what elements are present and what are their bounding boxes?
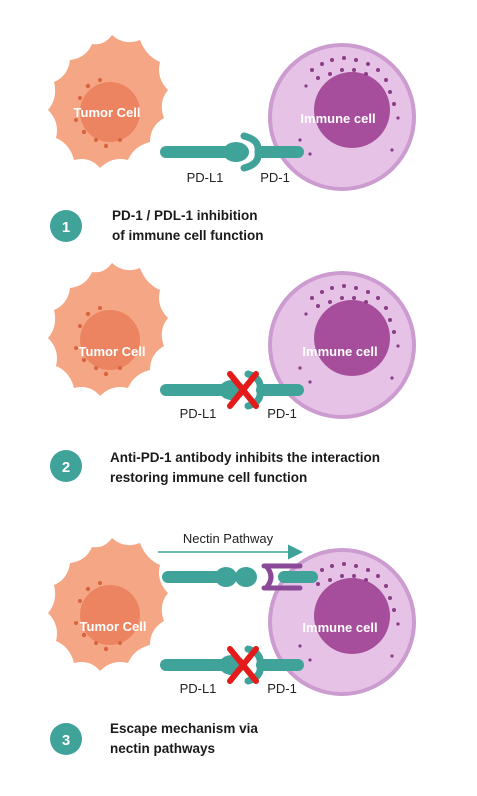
nectin-pathway-label: Nectin Pathway (183, 531, 274, 546)
immune-cell-label: Immune cell (302, 620, 377, 635)
step-1-text-line1: PD-1 / PDL-1 inhibition (112, 208, 258, 223)
step-1-text-line2: of immune cell function (112, 228, 264, 243)
pd-l1-ligand (160, 142, 249, 162)
pd-1-label: PD-1 (267, 681, 297, 696)
step-badge-2: 2 (50, 450, 82, 482)
tumor-cell-label: Tumor Cell (80, 619, 147, 634)
immune-cell: Immune cell (268, 548, 416, 696)
tumor-cell: Tumor Cell (48, 263, 168, 396)
panel-1: Immune cell Tumor Cell PD-L1 PD-1 (48, 35, 416, 243)
step-2-text-line1: Anti-PD-1 antibody inhibits the interact… (110, 450, 380, 465)
step-2-text-line2: restoring immune cell function (110, 470, 307, 485)
tumor-cell-label: Tumor Cell (79, 344, 146, 359)
tumor-cell: Tumor Cell (48, 35, 168, 168)
tumor-nucleus (80, 310, 140, 370)
tumor-granules (74, 581, 122, 652)
immune-cell: Immune cell (268, 271, 416, 419)
step-number-3: 3 (62, 732, 70, 749)
nectin-ligand (162, 567, 257, 587)
step-3-text-line1: Escape mechanism via (110, 721, 258, 736)
immune-nucleus (314, 578, 390, 654)
pd-l1-label: PD-L1 (180, 681, 217, 696)
nectin-receptor (261, 563, 318, 591)
immune-nucleus (314, 72, 390, 148)
tumor-nucleus (80, 585, 140, 645)
step-number-2: 2 (62, 459, 70, 476)
panel-2: Immune cell Tumor Cell PD-L1 PD-1 (48, 263, 416, 485)
immune-cell-label: Immune cell (302, 344, 377, 359)
pd-l1-ligand (160, 655, 245, 675)
block-x-mark (227, 646, 259, 684)
immune-cell: Immune cell (268, 43, 416, 191)
pd-l1-ligand (160, 380, 245, 400)
tumor-granules (74, 306, 122, 377)
pd-l1-label: PD-L1 (180, 406, 217, 421)
block-x-mark (227, 371, 259, 409)
pd-1-label: PD-1 (267, 406, 297, 421)
step-number-1: 1 (62, 219, 70, 236)
immune-granules (298, 284, 400, 384)
immune-cell-label: Immune cell (300, 111, 375, 126)
pd-l1-label: PD-L1 (187, 170, 224, 185)
step-badge-1: 1 (50, 210, 82, 242)
pd-1-label: PD-1 (260, 170, 290, 185)
tumor-cell: Tumor Cell (48, 538, 168, 671)
step-3-text-line2: nectin pathways (110, 741, 215, 756)
step-badge-3: 3 (50, 723, 82, 755)
immune-granules (298, 56, 400, 156)
immune-nucleus (314, 300, 390, 376)
tumor-cell-label: Tumor Cell (74, 105, 141, 120)
tumor-nucleus (80, 82, 140, 142)
tumor-granules (74, 78, 122, 149)
panel-3: Nectin Pathway Immune cell (48, 531, 416, 756)
pd-1-receptor (240, 132, 304, 172)
